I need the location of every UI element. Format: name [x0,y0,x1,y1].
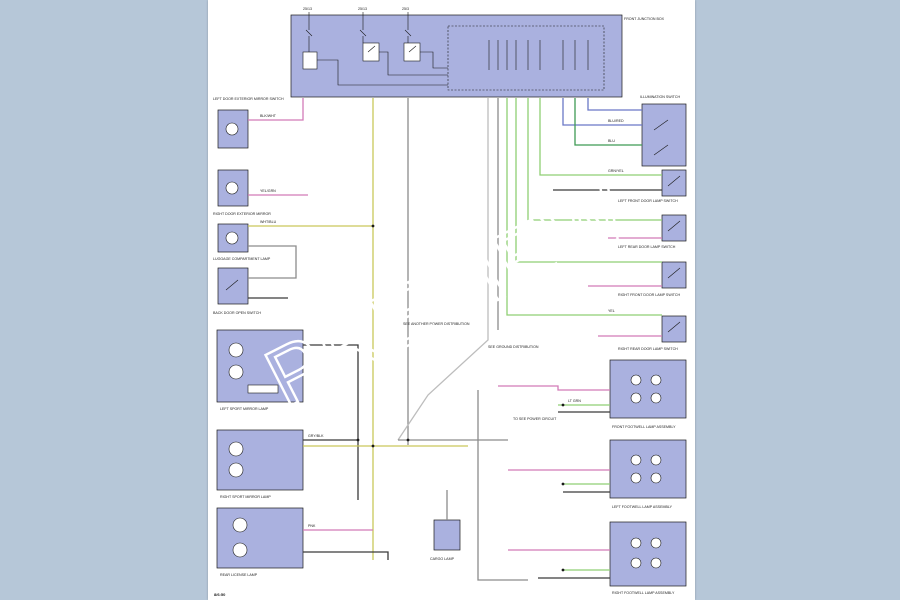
back-door-switch-label: BACK DOOR OPEN SWITCH [213,311,261,315]
junction-box-label: FRONT JUNCTION BOX [624,17,665,21]
door-switch-3 [661,261,687,289]
notes: SEE ANOTHER POWER DISTRIBUTION SEE GROUN… [403,322,557,421]
wire-label-8: PNK [308,524,316,528]
left-mirror-label: LEFT SPORT MIRROR LAMP [220,407,269,411]
door-switch-4-label: RIGHT REAR DOOR LAMP SWITCH [618,347,678,351]
luggage-lamp-label: LUGGAGE COMPARTMENT LAMP [213,257,271,261]
door-switch-2-label: LEFT REAR DOOR LAMP SWITCH [618,245,676,249]
cargo-lamp [433,519,461,551]
right-sport-mirror-lamp [216,429,304,491]
wire-label-3: WHT/BLU [260,220,277,224]
fuse-label-2: 25/13 [358,7,367,11]
wire-label-6: GRY/BLK [308,434,324,438]
right-footwell-lamp-label: RIGHT FOOTWELL LAMP ASSEMBLY [612,591,675,595]
note-2: SEE GROUND DISTRIBUTION [488,345,539,349]
wire-label-4: GRN/YEL [608,169,624,173]
wiring-diagram: 25/13 25/13 25/3 FRONT JUNCTION BOX LEFT… [213,7,687,597]
wires [248,98,662,581]
lamp-symbol [225,122,239,136]
relay-3 [403,42,421,62]
fuse-label-3: 25/3 [402,7,409,11]
splice-points [356,224,565,572]
door-switch-1-label: LEFT FRONT DOOR LAMP SWITCH [618,199,678,203]
wiring-diagram-sheet: 25/13 25/13 25/3 FRONT JUNCTION BOX LEFT… [208,0,695,600]
relay-2 [362,42,380,62]
wire-label-7: LT GRN [568,399,581,403]
left-footwell-lamp-label: LEFT FOOTWELL LAMP ASSEMBLY [612,505,673,509]
junction-box-body [290,14,623,98]
front-junction-box: 25/13 25/13 25/3 FRONT JUNCTION BOX [290,7,665,98]
rear-license-lamp [216,507,304,569]
relay-1 [302,51,318,70]
door-switch-4 [661,315,687,343]
note-3: TO SEE POWER CIRCUIT [513,417,557,421]
note-1: SEE ANOTHER POWER DISTRIBUTION [403,322,470,326]
right-footwell-lamp [609,521,687,587]
door-switch-3-label: RIGHT FRONT DOOR LAMP SWITCH [618,293,681,297]
left-door-mirror-switch-label: LEFT DOOR EXTERIOR MIRROR SWITCH [213,97,284,101]
illumination-switch [641,103,687,167]
back-door-open-switch [217,267,249,305]
front-footwell-lamp [609,359,687,419]
wire-label-1: BLK/WHT [260,114,277,118]
right-mirror-label: RIGHT SPORT MIRROR LAMP [220,495,271,499]
junction-box-inner-module [447,25,605,91]
wire-label-2: YEL/GRN [260,189,276,193]
wire-label-10: BLU [608,139,615,143]
wire-label-9: YEL [608,309,615,313]
door-switch-2 [661,214,687,242]
cargo-lamp-label: CARGO LAMP [430,557,455,561]
front-footwell-lamp-label: FRONT FOOTWELL LAMP ASSEMBLY [612,425,676,429]
illumination-switch-label: ILLUMINATION SWITCH [640,95,680,99]
fuse-label-1: 25/13 [303,7,312,11]
door-switch-1 [661,169,687,197]
right-door-mirror-label: RIGHT DOOR EXTERIOR MIRROR [213,212,271,216]
left-footwell-lamp [609,439,687,499]
wire-label-5: BLU/RED [608,119,624,123]
right-door-mirror [217,169,249,207]
rear-lamp-label: REAR LICENSE LAMP [220,573,258,577]
wire-labels: BLK/WHT YEL/GRN WHT/BLU GRN/YEL BLU/RED … [260,114,624,528]
page-number: 8/6:50 [214,592,226,597]
